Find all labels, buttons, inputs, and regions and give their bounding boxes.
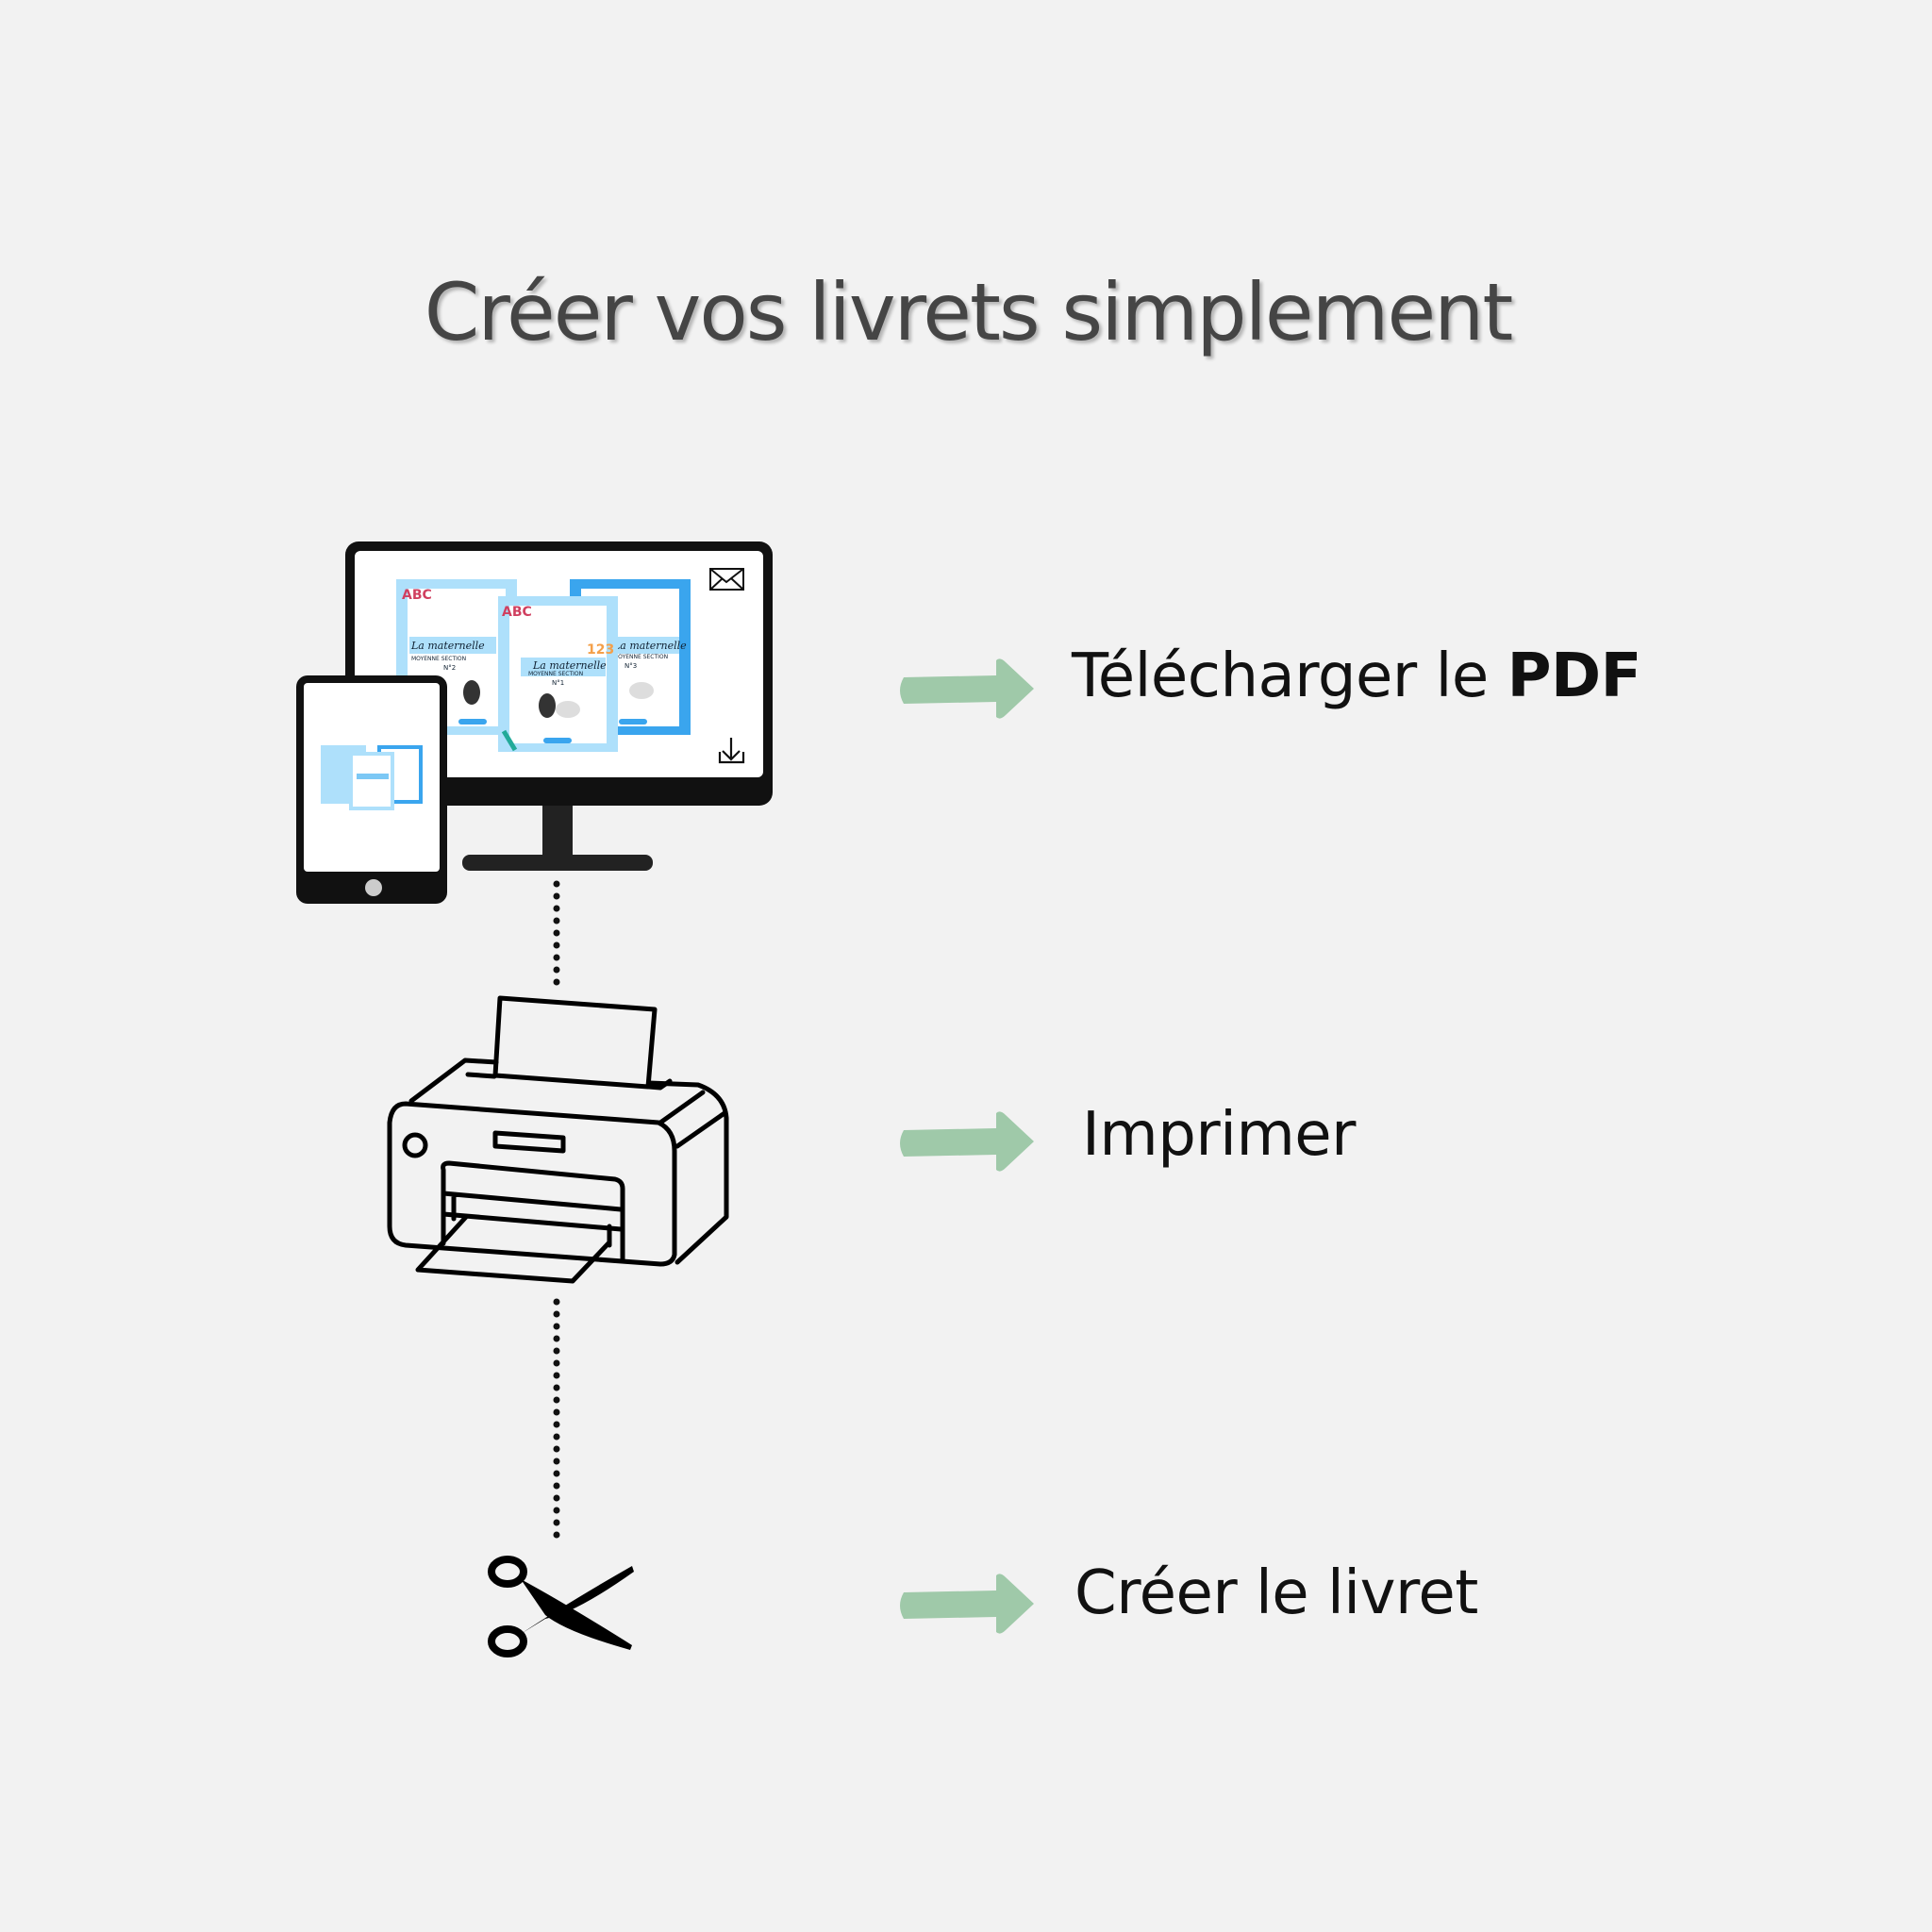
booklet-number: N°2 <box>443 664 456 672</box>
booklet-n1: ABC 123 La maternelle MOYENNE SECTION N°… <box>498 596 618 752</box>
step-print-label: Imprimer <box>1082 1100 1356 1170</box>
svg-text:123: 123 <box>587 642 614 658</box>
arrow-icon <box>900 1111 1034 1172</box>
mail-icon <box>709 568 744 591</box>
booklet-number: N°1 <box>552 679 564 687</box>
booklet-number: N°3 <box>625 662 637 670</box>
tablet-icon <box>296 675 447 904</box>
download-icon <box>718 738 745 764</box>
booklet-title: La maternelle <box>532 659 607 672</box>
step-create-label: Créer le livret <box>1074 1558 1478 1628</box>
step-download-label: Télécharger le PDF <box>1072 641 1641 711</box>
booklet-subtitle: MOYENNE SECTION <box>528 671 583 677</box>
arrow-icon <box>900 1574 1034 1634</box>
arrows <box>900 658 1034 1634</box>
step-text-bold: PDF <box>1507 641 1642 711</box>
booklet-subtitle: MOYENNE SECTION <box>411 656 466 662</box>
booklet-title: La maternelle <box>410 640 485 652</box>
booklet-title: La maternelle <box>612 640 687 652</box>
scissors-icon <box>488 1556 634 1657</box>
svg-text:ABC: ABC <box>502 605 532 620</box>
page-title: Créer vos livrets simplement <box>424 266 1514 358</box>
booklet-subtitle: MOYENNE SECTION <box>613 654 668 660</box>
svg-text:ABC: ABC <box>402 588 432 603</box>
step-text: Télécharger le <box>1072 641 1507 711</box>
arrow-icon <box>900 658 1034 719</box>
printer-icon <box>387 995 729 1284</box>
